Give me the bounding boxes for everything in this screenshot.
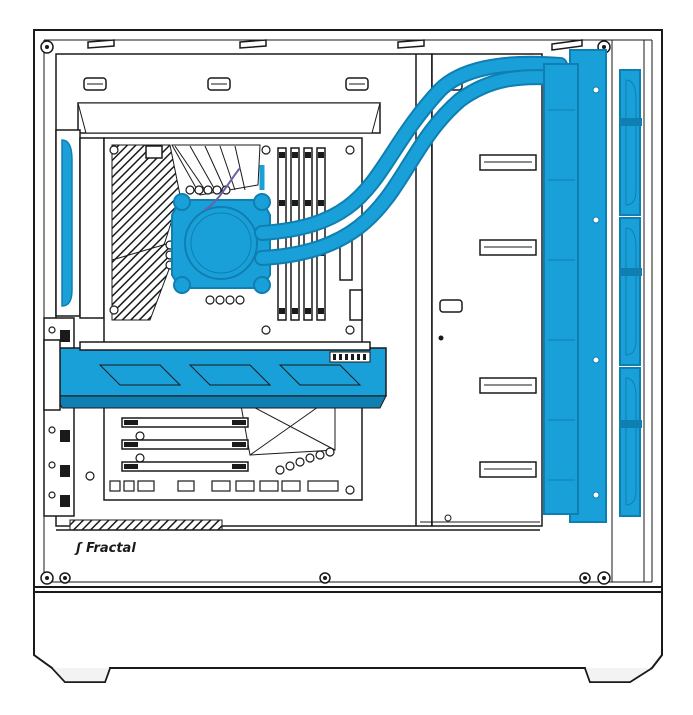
front-fan-middle — [619, 217, 642, 366]
graphics-card — [43, 339, 387, 411]
pcie-slots — [121, 417, 249, 472]
top-mounting-tabs — [87, 39, 583, 51]
pcie-slot-2 — [121, 439, 249, 450]
pcie-slot-3 — [121, 461, 249, 472]
front-panel-edge — [611, 40, 645, 582]
front-radiator — [543, 49, 607, 523]
pcie-slot-1 — [121, 417, 249, 428]
front-fan-bottom — [619, 367, 642, 517]
rear-chamber — [420, 53, 543, 527]
aio-pump-block — [171, 165, 271, 294]
rear-exhaust-fan — [55, 129, 105, 319]
front-fan-top — [619, 69, 642, 216]
brand-logo-text: Fractal — [86, 541, 136, 556]
motherboard — [85, 137, 363, 501]
ram-slot-4 — [316, 147, 326, 321]
brand-logo: ʃ Fractal — [74, 541, 136, 556]
brand-logo-mark: ʃ — [74, 541, 83, 556]
psu-shroud — [56, 519, 540, 531]
aio-tubes — [254, 55, 568, 266]
front-fans — [619, 69, 642, 517]
